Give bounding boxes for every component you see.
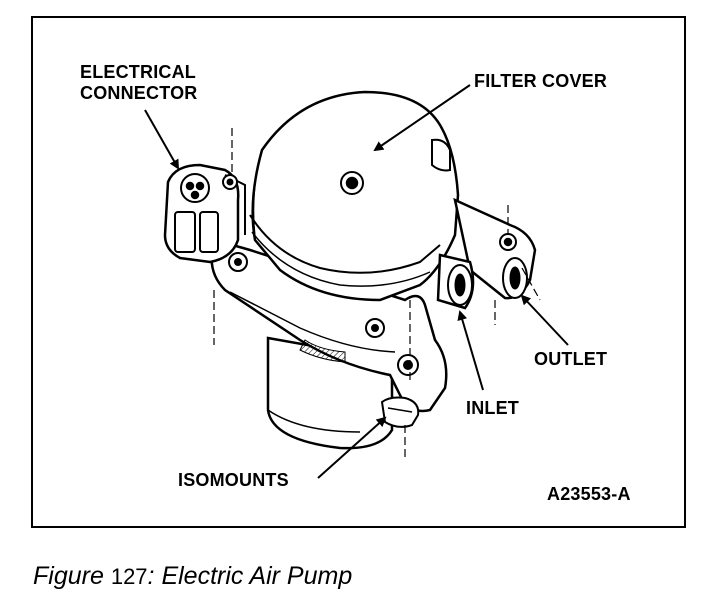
isomount — [380, 396, 420, 428]
part-number: A23553-A — [547, 484, 631, 504]
figure-caption: Figure 127: Electric Air Pump — [33, 562, 352, 591]
leader-electrical-connector — [144, 109, 179, 170]
inlet-outlet-tubes — [436, 197, 537, 310]
label-outlet: OUTLET — [534, 349, 608, 369]
label-inlet: INLET — [466, 398, 519, 418]
filter-cover-housing — [249, 90, 460, 302]
diagram-frame — [31, 16, 686, 528]
label-electrical-connector-line-2: CONNECTOR — [80, 83, 198, 103]
leader-inlet — [457, 310, 484, 391]
centerlines — [213, 128, 541, 460]
label-isomounts: ISOMOUNTS — [178, 470, 289, 490]
label-electrical-connector: ELECTRICAL CONNECTOR — [80, 62, 197, 104]
leader-isomounts — [317, 416, 387, 479]
caption-prefix: Figure — [33, 562, 104, 590]
caption-text: : Electric Air Pump — [147, 562, 353, 590]
leader-filter-cover — [373, 84, 471, 152]
caption-number: 127 — [110, 564, 148, 589]
label-filter-cover: FILTER COVER — [474, 71, 608, 91]
leader-outlet — [520, 294, 569, 346]
mounting-bolts — [222, 174, 419, 376]
leader-lines — [144, 84, 569, 479]
label-electrical-connector-line-1: ELECTRICAL — [80, 62, 196, 82]
